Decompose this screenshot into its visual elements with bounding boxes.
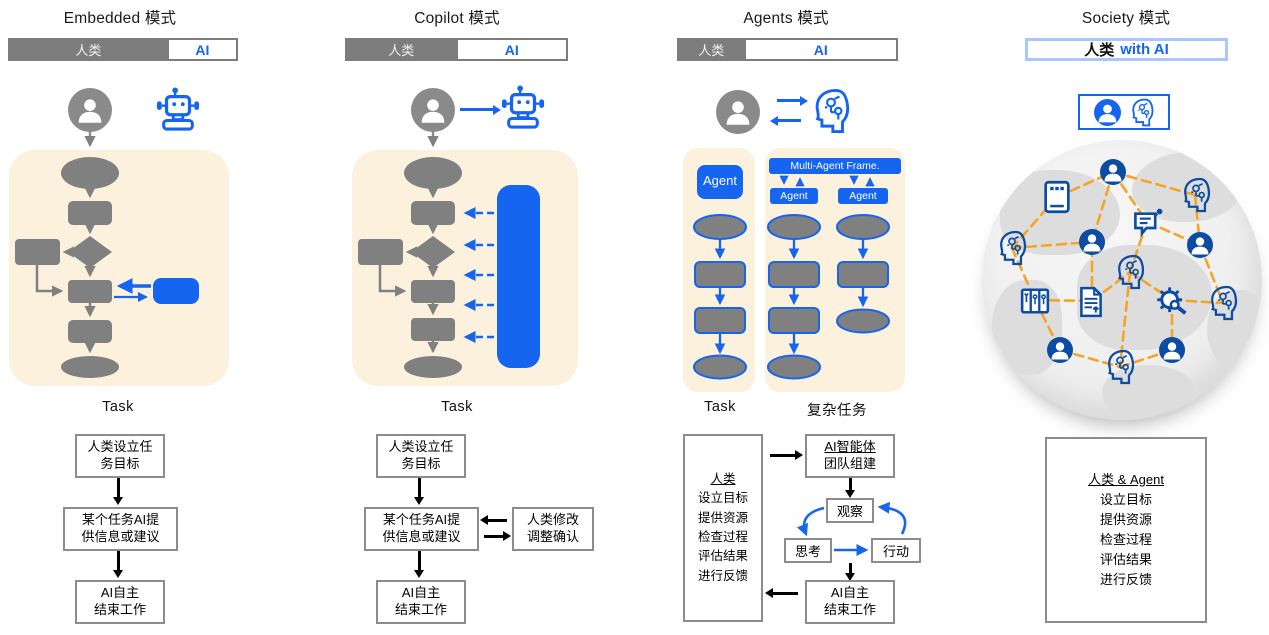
arrow-person-to-ai [777,99,801,102]
ratio-bar-embedded: 人类 AI [8,38,238,61]
column-title-agents: Agents 模式 [743,10,829,27]
person-icon [1159,337,1185,363]
agent-box-label: Agent [703,173,737,188]
book-icon [1020,288,1050,314]
human-role-item: 设立目标 [697,491,748,506]
ai-team-subtitle: 团队组建 [823,456,876,471]
arrow-left [772,592,798,595]
robot-icon [155,87,201,131]
flow-box-ai-suggest: 某个任务AI提 供信息或建议 [364,507,479,551]
arrow-left [487,519,507,522]
person-icon [68,88,112,132]
bar-human-segment: 人类 [388,43,415,58]
person-icon [1079,229,1105,255]
network-icons [1000,159,1238,385]
tablet-icon [1044,180,1070,214]
act-box: 行动 [871,538,921,563]
flow-box-ai-suggest: 某个任务AI提 供信息或建议 [63,507,178,551]
society-role-item: 检查过程 [1099,532,1152,547]
arrow-down [117,551,120,571]
agents-diagram [683,148,905,392]
flow-box-goal: 人类设立任 务目标 [75,434,165,478]
ai-team-box: AI智能体 团队组建 [805,434,895,478]
society-role-item: 设立目标 [1099,491,1152,507]
society-role-item: 进行反馈 [1099,572,1152,588]
human-role-item: 提供资源 [697,510,748,525]
person-icon [411,88,455,132]
human-ai-chip-icon [1078,94,1170,130]
society-role-box: 人类 & Agent 设立目标 提供资源 检查过程 评估结果 进行反馈 [1045,437,1207,623]
bar-ai-segment: AI [455,40,566,59]
arrow-down [849,478,852,491]
task-label: Task [441,399,473,415]
society-role-title: 人类 & Agent [1088,471,1164,487]
document-icon [1080,286,1102,318]
flow-box-ai-finish: AI自主 结束工作 [75,580,165,624]
human-role-item: 检查过程 [697,530,748,544]
column-title-embedded: Embedded 模式 [63,10,177,27]
task-label: Task [102,399,134,415]
ai-head-icon [810,88,852,134]
sub-agent-label: Agent [849,190,877,202]
arrow-ai-to-person [777,119,801,122]
society-role-item: 提供资源 [1099,511,1152,527]
observe-box: 观察 [826,498,874,523]
bar-ai-segment: AI [166,40,236,59]
human-role-item: 评估结果 [697,549,748,564]
column-title-society: Society 模式 [1081,10,1171,27]
embedded-flowchart [9,131,229,386]
human-role-box: 人类 设立目标 提供资源 检查过程 评估结果 进行反馈 [683,434,763,622]
continent-shape [1102,365,1197,420]
bar-human-segment: 人类 [698,43,725,58]
bar-human-label: 人类 [1084,42,1115,59]
ai-head-icon [1129,98,1155,127]
arrow-right [770,454,796,457]
bar-with-ai-label: with AI [1120,41,1169,58]
person-icon [1094,99,1121,126]
observe-think-act-loop-arrows [796,501,907,556]
ratio-bar-copilot: 人类 AI [345,38,568,61]
robot-icon [500,85,546,129]
sub-agent-label: Agent [780,190,808,202]
task-label: Task [704,399,736,415]
ai-finish-box: AI自主 结束工作 [805,580,895,624]
think-box: 思考 [784,538,832,563]
arrow-down [418,551,421,571]
bar-human-segment: 人类 [75,43,102,58]
copilot-flowchart [352,131,578,386]
ratio-bar-agents: 人类 AI [677,38,898,61]
person-icon [1187,232,1213,258]
flow-box-human-adjust: 人类修改 调整确认 [512,507,594,551]
flow-box-goal: 人类设立任 务目标 [376,434,466,478]
arrow-person-to-robot [460,108,494,111]
person-icon [1100,159,1126,185]
flow-box-ai-finish: AI自主 结束工作 [376,580,466,624]
arrow-down [418,478,421,498]
column-title-copilot: Copilot 模式 [414,10,500,27]
ratio-bar-society: 人类 with AI [1025,38,1228,61]
person-icon [1047,337,1073,363]
person-icon [716,90,760,134]
human-role-title: 人类 [710,471,736,486]
ai-team-title: AI智能体 [824,439,876,455]
complex-task-label: 复杂任务 [807,403,867,419]
society-role-item: 评估结果 [1099,552,1152,568]
arrow-right [484,535,504,538]
arrow-down [117,478,120,498]
multi-agent-frame-label: Multi-Agent Frame. [790,160,880,172]
human-role-item: 进行反馈 [697,568,748,583]
ai-head-icon [1184,177,1211,213]
arrow-down [849,563,852,574]
society-network [1000,159,1238,385]
bar-ai-segment: AI [743,40,896,59]
